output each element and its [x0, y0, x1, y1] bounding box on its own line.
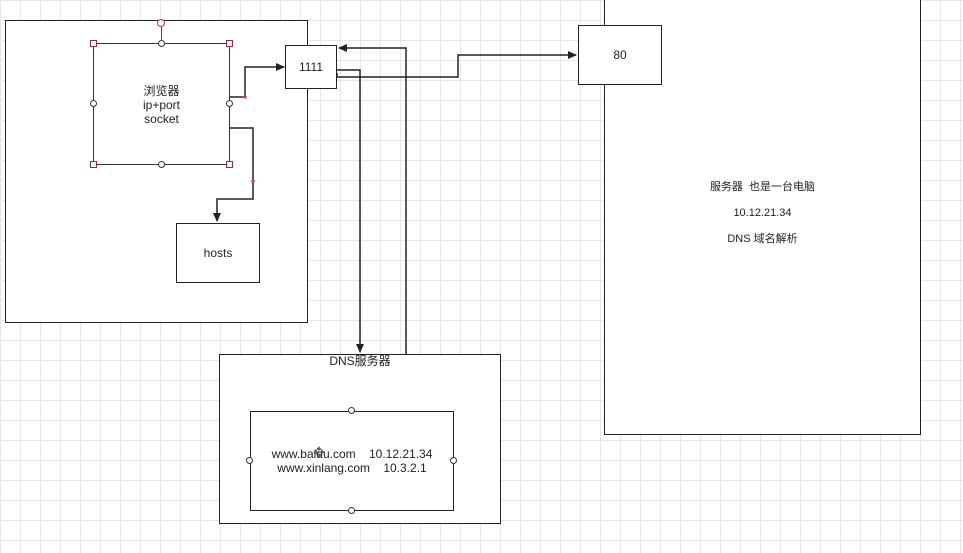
browser-to-port-connector[interactable]: [230, 63, 285, 98]
dns-record-ip: 10.12.21.34: [368, 447, 433, 461]
server-description-line2: 10.12.21.34: [733, 207, 792, 219]
resize-handle-top-left[interactable]: [90, 40, 97, 47]
dns-records-connection-left[interactable]: [246, 457, 253, 464]
dns-records-connection-bottom[interactable]: [348, 507, 355, 514]
client-port-box[interactable]: [285, 45, 337, 89]
dns-records-box[interactable]: [250, 411, 454, 511]
waypoint-dot: [243, 95, 247, 99]
hosts-label: hosts: [203, 246, 233, 260]
client-port-label: 1111: [298, 60, 324, 74]
browser-label: 浏览器 ip+port socket: [93, 84, 230, 126]
dns-server-title: DNS服务器: [329, 354, 391, 368]
connection-point-right[interactable]: [226, 100, 233, 107]
browser-label-line2: ip+port: [142, 98, 181, 112]
connection-point-top[interactable]: [158, 40, 165, 47]
connection-point-bottom[interactable]: [158, 161, 165, 168]
server-description-line3: DNS 域名解析: [727, 233, 798, 245]
dns-records-connection-right[interactable]: [450, 457, 457, 464]
browser-label-line3: socket: [144, 112, 179, 126]
rotate-handle-stem: [161, 27, 162, 40]
hosts-box[interactable]: [176, 223, 260, 283]
server-port-box[interactable]: [578, 25, 662, 85]
move-cursor-icon: ✥: [313, 444, 325, 460]
port-to-server-connector[interactable]: [336, 51, 577, 78]
dns-record-domain: www.xinlang.com: [277, 461, 370, 475]
dns-records-connection-top[interactable]: [348, 407, 355, 414]
dns-records-list: www.baidu.com 10.12.21.34 www.xinlang.co…: [250, 447, 454, 475]
browser-to-hosts-connector[interactable]: [213, 127, 254, 222]
dns-to-port-connector[interactable]: [338, 44, 407, 354]
waypoint-dot: [251, 179, 255, 183]
dns-record-domain: www.baidu.com: [271, 447, 356, 461]
connection-point-left[interactable]: [90, 100, 97, 107]
port-to-dns-connector[interactable]: [337, 69, 364, 353]
resize-handle-bottom-right[interactable]: [226, 161, 233, 168]
dns-record-ip: 10.3.2.1: [383, 461, 427, 475]
resize-handle-bottom-left[interactable]: [90, 161, 97, 168]
browser-label-line1: 浏览器: [143, 84, 180, 98]
resize-handle-top-right[interactable]: [226, 40, 233, 47]
rotate-handle[interactable]: [157, 19, 165, 27]
dns-record-row: www.xinlang.com 10.3.2.1: [250, 461, 454, 475]
server-port-label: 80: [613, 48, 627, 62]
server-description-line1: 服务器 也是一台电脑: [709, 181, 816, 193]
dns-record-row: www.baidu.com 10.12.21.34: [250, 447, 454, 461]
